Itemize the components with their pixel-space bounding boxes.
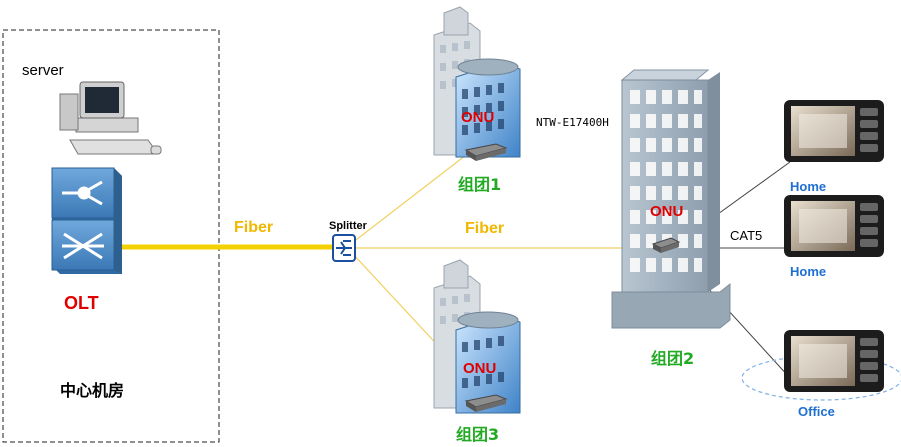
onu-label-group2: ONU — [650, 203, 684, 220]
onu-device-icon — [651, 237, 681, 253]
tablet-panel-icon — [784, 330, 884, 392]
fiber-links — [115, 151, 655, 381]
onu-label-group1: ONU — [461, 109, 495, 126]
central-room-label: 中心机房 — [60, 381, 125, 400]
group1-label: 组团1 — [458, 175, 502, 194]
tablet-panel-icon — [784, 100, 884, 162]
home2-label: Home — [790, 264, 827, 279]
splitter-icon — [332, 234, 356, 262]
fiber-label-left: Fiber — [234, 219, 274, 236]
onu-label-group3: ONU — [463, 360, 497, 377]
computer-icon — [59, 81, 162, 155]
building-icon — [611, 69, 731, 329]
group2-label: 组团2 — [651, 349, 695, 368]
onu-device-icon — [464, 394, 508, 412]
server-label: server — [22, 62, 64, 79]
olt-label: OLT — [64, 293, 99, 313]
onu-device-icon — [464, 143, 508, 161]
fiber-label-right: Fiber — [465, 220, 505, 237]
office-label: Office — [798, 404, 835, 419]
building-icon — [433, 259, 521, 414]
central-office-boundary — [2, 29, 220, 443]
splitter-label: Splitter — [329, 220, 367, 232]
group3-label: 组团3 — [456, 425, 500, 444]
onu-model-label: NTW-E17400H — [536, 116, 609, 129]
building-icon — [433, 6, 521, 158]
fiber-to-group1 — [351, 151, 471, 244]
tablet-panel-icon — [784, 195, 884, 257]
olt-switch-icon — [51, 167, 122, 274]
home1-label: Home — [790, 179, 827, 194]
cat5-label: CAT5 — [730, 228, 763, 243]
